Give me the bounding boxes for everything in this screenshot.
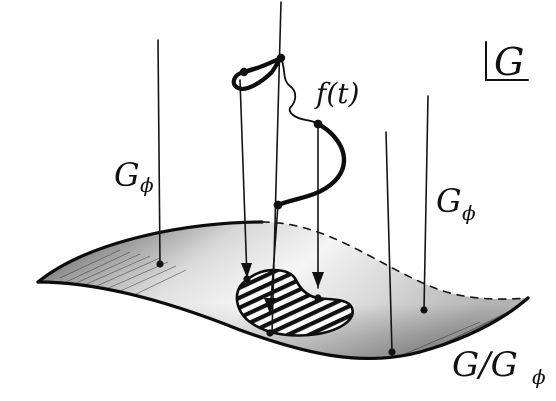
- fiber-left-label: G ϕ: [114, 156, 154, 197]
- point: [420, 306, 428, 314]
- point: [243, 275, 251, 283]
- group-label: G: [485, 40, 529, 84]
- point: [388, 348, 396, 356]
- fiber-left-label-sub: ϕ: [140, 173, 154, 197]
- fiber-line: [385, 131, 393, 353]
- point: [239, 67, 249, 77]
- fiber-line: [239, 79, 248, 279]
- fiber-line: [269, 204, 279, 315]
- points: [156, 53, 428, 356]
- point: [273, 200, 283, 210]
- point: [156, 260, 164, 268]
- group-label-text: G: [494, 40, 524, 84]
- base-label-sub: ϕ: [532, 365, 546, 389]
- fibers: [157, 1, 429, 353]
- base-label: G/G ϕ: [452, 345, 546, 389]
- arrow-head: [264, 298, 276, 314]
- fiber-line: [157, 39, 161, 265]
- arrow-head: [312, 272, 324, 288]
- fiber-right-label-main: G: [436, 182, 462, 220]
- fiber-right-label-sub: ϕ: [462, 201, 476, 225]
- fiber-left-label-main: G: [114, 156, 140, 194]
- projection-arrows: [241, 263, 324, 314]
- projection-region: [235, 268, 354, 337]
- fiber-right-label: G ϕ: [436, 182, 476, 225]
- trajectory-label: f(t): [314, 77, 359, 110]
- point: [313, 119, 323, 129]
- point: [276, 53, 286, 63]
- arrow-head: [241, 263, 252, 278]
- point: [314, 294, 322, 302]
- point: [266, 329, 274, 337]
- fiber-line: [423, 95, 429, 311]
- base-label-main: G/G: [452, 345, 518, 385]
